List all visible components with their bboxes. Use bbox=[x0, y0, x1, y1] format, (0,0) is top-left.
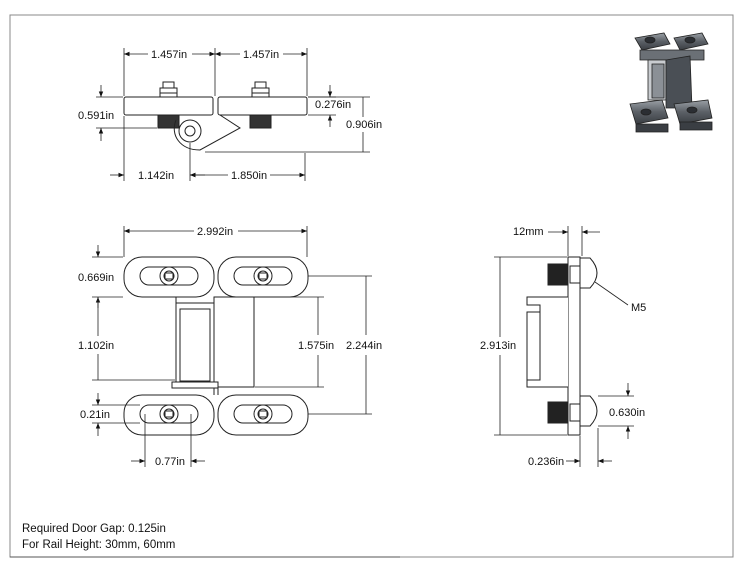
dim-overall-width: 2.992in bbox=[197, 226, 233, 238]
side-view-labels: 12mm M5 2.913in 0.630in 0.236in bbox=[480, 226, 646, 468]
dim-total-height: 0.906in bbox=[346, 119, 382, 131]
side-view-dimensions bbox=[494, 226, 634, 467]
dim-top-width: 12mm bbox=[513, 226, 544, 238]
callout-screw: M5 bbox=[631, 302, 646, 314]
dim-plate-thickness: 0.276in bbox=[315, 99, 351, 111]
dim-right-offset: 1.850in bbox=[231, 170, 267, 182]
isometric-thumbnail bbox=[630, 33, 712, 132]
front-view-labels: 2.992in 0.669in 1.102in 0.21in 0.77in 1.… bbox=[78, 226, 382, 468]
dim-top-ear: 0.669in bbox=[78, 272, 114, 284]
top-view bbox=[124, 82, 307, 150]
dim-right-width: 1.457in bbox=[243, 49, 279, 61]
front-screw-heads bbox=[160, 267, 272, 423]
dim-side-height: 2.913in bbox=[480, 340, 516, 352]
note-door-gap: Required Door Gap: 0.125in bbox=[22, 523, 166, 535]
dim-bottom-ear: 0.21in bbox=[80, 409, 110, 421]
sheet-border bbox=[10, 15, 733, 557]
top-view-dimensions bbox=[96, 48, 370, 181]
dim-overall-height: 2.244in bbox=[346, 340, 382, 352]
front-view-dimensions bbox=[92, 226, 372, 467]
front-view bbox=[124, 257, 308, 435]
dim-bottom-width: 0.236in bbox=[528, 456, 564, 468]
dim-mid-height: 1.102in bbox=[78, 340, 114, 352]
dim-left-offset: 1.142in bbox=[138, 170, 174, 182]
side-view bbox=[527, 257, 597, 435]
note-rail-height: For Rail Height: 30mm, 60mm bbox=[22, 539, 176, 551]
dim-hole-offset: 0.77in bbox=[155, 456, 185, 468]
top-view-labels: 1.457in 1.457in 0.276in 0.591in 0.906in … bbox=[78, 49, 382, 182]
dim-left-height: 0.591in bbox=[78, 110, 114, 122]
dim-slot-span: 1.575in bbox=[298, 340, 334, 352]
dim-screw-spacing: 0.630in bbox=[609, 407, 645, 419]
dim-left-width: 1.457in bbox=[151, 49, 187, 61]
